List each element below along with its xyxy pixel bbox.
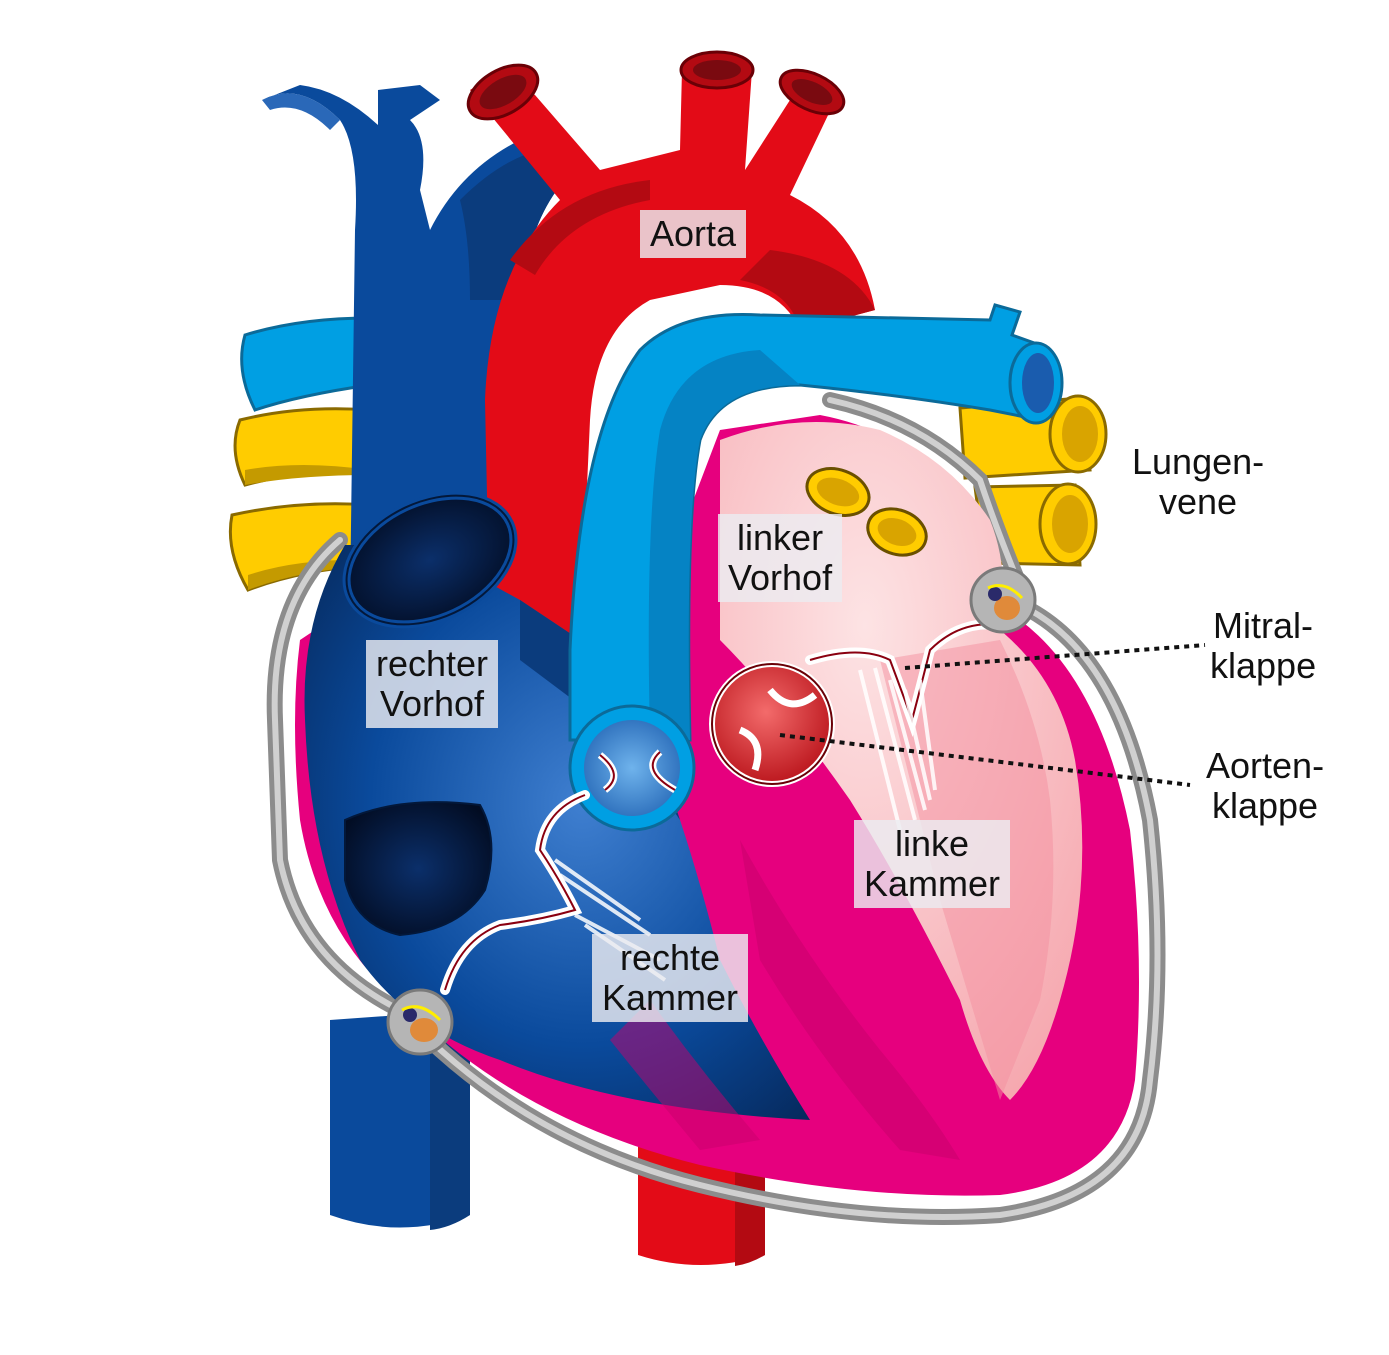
mitral-leader-line	[904, 643, 1206, 670]
label-linke-kammer: linke Kammer	[854, 820, 1011, 908]
label-rechte-kammer: rechte Kammer	[592, 934, 749, 1022]
label-mitralklappe: Mitral- klappe	[1210, 605, 1317, 686]
leader-lines	[779, 643, 1206, 787]
sa-node	[969, 566, 1037, 634]
aortic-valve	[709, 661, 835, 787]
label-lungenvene: Lungen- vene	[1132, 441, 1265, 522]
svc-opening	[342, 491, 518, 629]
label-rechter-vorhof: rechter Vorhof	[366, 640, 499, 728]
pulmonary-artery-left-branch	[240, 316, 372, 412]
pulmonary-vein-openings	[805, 467, 928, 557]
aortic-leader-line	[779, 733, 1191, 787]
aortic-arch	[466, 50, 875, 640]
pulmonary-trunk	[568, 303, 1064, 742]
pulmonary-valve	[568, 704, 696, 832]
ivc-opening	[344, 801, 493, 937]
label-linker-vorhof: linker Vorhof	[718, 514, 843, 602]
pulmonary-veins-right	[958, 394, 1108, 567]
label-aorta: Aorta	[640, 210, 747, 258]
label-aortenklappe: Aorten- klappe	[1206, 745, 1325, 826]
septum	[610, 840, 960, 1160]
tricuspid-valve	[440, 790, 667, 995]
av-node	[386, 988, 454, 1056]
mitral-valve	[805, 619, 1005, 831]
